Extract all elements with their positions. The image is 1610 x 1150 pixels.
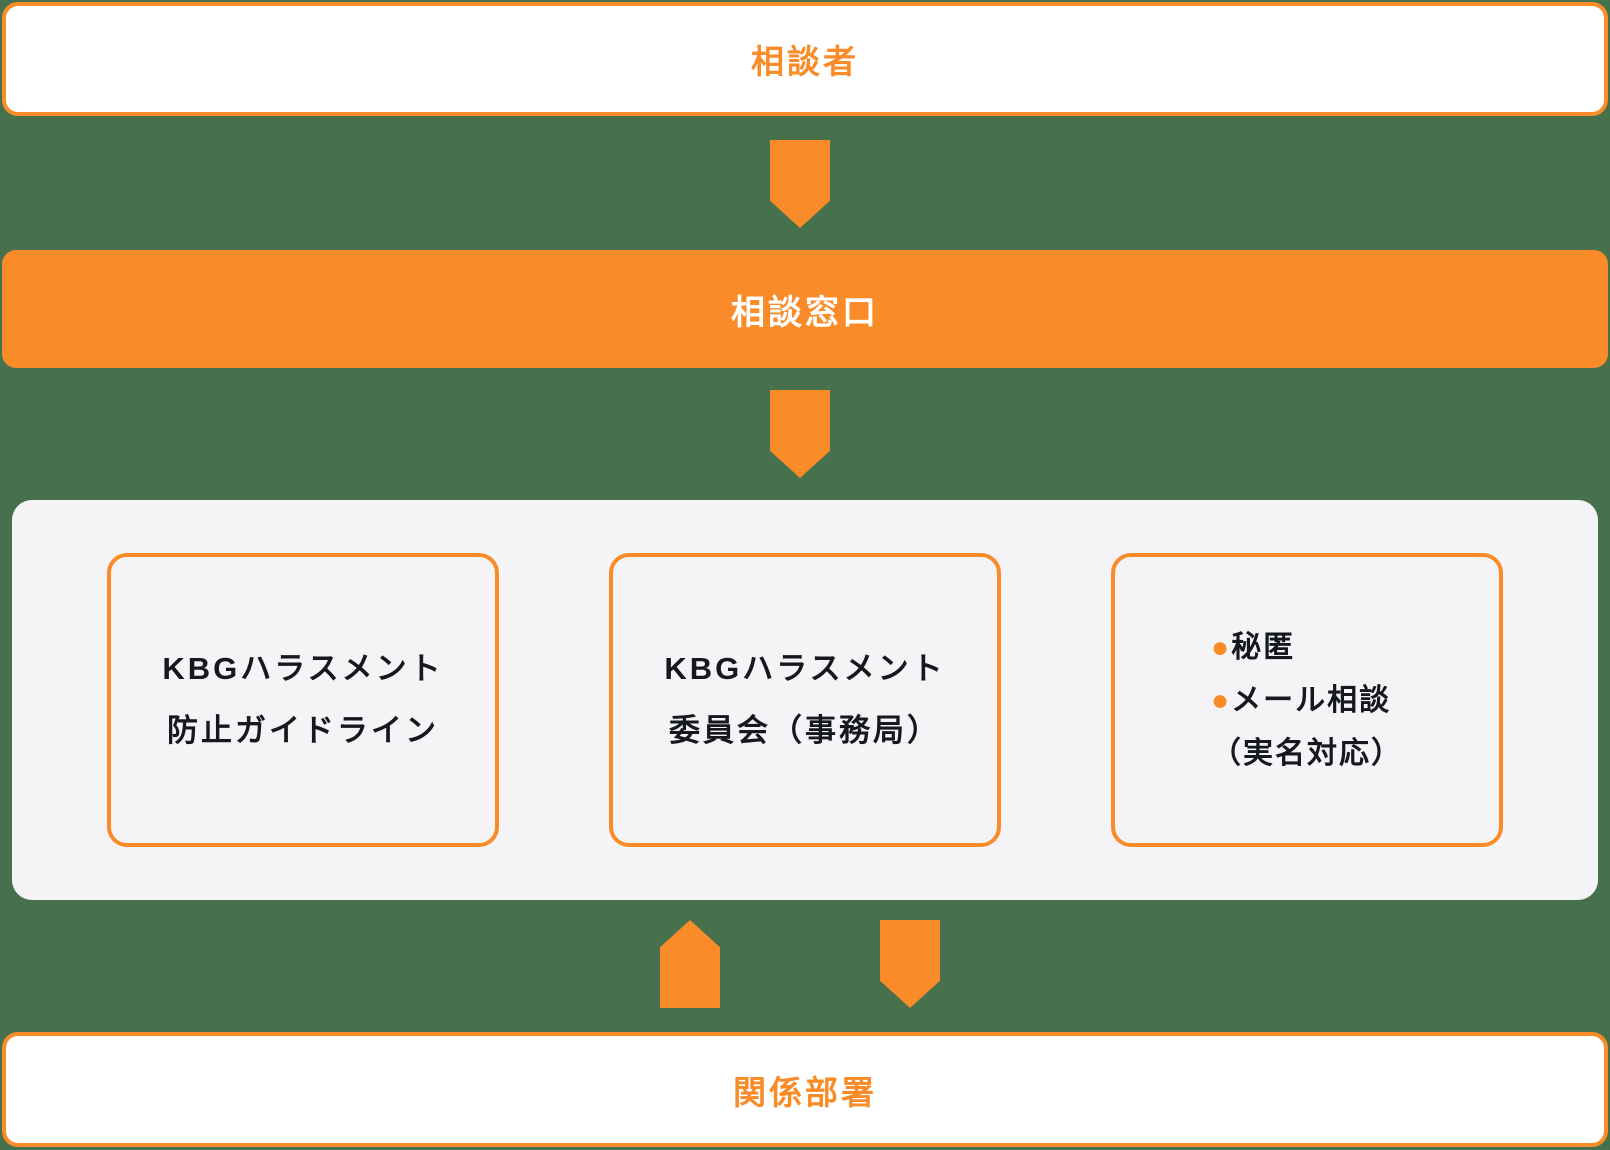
- note-item-realname: （実名対応）: [1211, 727, 1403, 780]
- related-departments-node: 関係部署: [2, 1032, 1608, 1147]
- note-label: メール相談: [1231, 683, 1392, 717]
- consultation-desk-node: 相談窓口: [2, 250, 1608, 368]
- note-label: 秘匿: [1231, 630, 1296, 664]
- related-departments-label: 関係部署: [733, 1073, 877, 1111]
- committee-line2: 委員会（事務局）: [669, 713, 941, 748]
- arrow-down-icon: [770, 390, 830, 478]
- consultation-desk-label: 相談窓口: [731, 293, 879, 332]
- arrow-down-icon: [770, 140, 830, 228]
- consulter-label: 相談者: [751, 43, 859, 80]
- bullet-icon: ●: [1211, 683, 1232, 717]
- arrow-down-icon: [880, 920, 940, 1008]
- note-item-confidential: ●秘匿: [1211, 621, 1403, 674]
- bullet-icon: ●: [1211, 630, 1232, 664]
- committee-card: KBGハラスメント 委員会（事務局）: [609, 553, 1001, 847]
- guideline-line2: 防止ガイドライン: [167, 713, 439, 748]
- committee-line1: KBGハラスメント: [664, 651, 946, 686]
- arrow-up-icon: [660, 920, 720, 1008]
- guideline-card: KBGハラスメント 防止ガイドライン: [107, 553, 499, 847]
- note-item-email: ●メール相談: [1211, 674, 1403, 727]
- notes-card: ●秘匿 ●メール相談 （実名対応）: [1111, 553, 1503, 847]
- committee-panel: KBGハラスメント 防止ガイドライン KBGハラスメント 委員会（事務局） ●秘…: [12, 500, 1598, 900]
- consulter-node: 相談者: [2, 2, 1608, 116]
- guideline-line1: KBGハラスメント: [162, 651, 444, 686]
- note-label: （実名対応）: [1211, 736, 1403, 770]
- notes-list: ●秘匿 ●メール相談 （実名対応）: [1211, 621, 1403, 780]
